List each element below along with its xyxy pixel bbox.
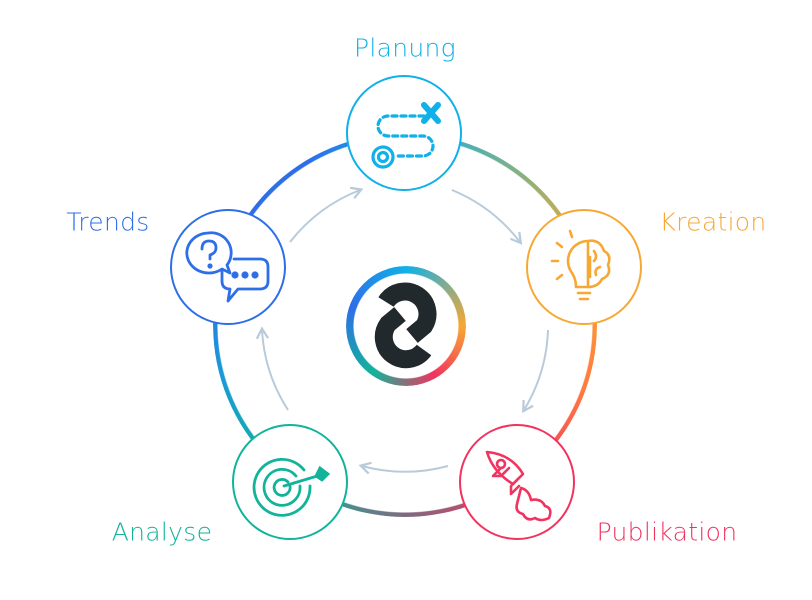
target-dart-icon — [252, 457, 331, 517]
node-publikation[interactable] — [459, 424, 575, 540]
speech-bubbles-icon — [185, 231, 270, 303]
node-planung[interactable] — [346, 75, 462, 191]
arrow-kreation-publikation — [522, 329, 549, 414]
arrow-planung-kreation — [451, 189, 523, 245]
arrow-trends-planung — [289, 186, 364, 243]
label-planung: Planung — [354, 33, 456, 63]
node-kreation[interactable] — [526, 209, 642, 325]
lightbulb-brain-icon — [550, 229, 611, 301]
label-trends: Trends — [66, 207, 150, 237]
node-analyse[interactable] — [232, 424, 348, 540]
rocket-icon — [485, 450, 552, 522]
label-publikation: Publikation — [596, 517, 738, 547]
arrow-analyse-trends — [255, 326, 289, 411]
label-analyse: Analyse — [111, 517, 213, 547]
arrow-publikation-analyse — [358, 461, 449, 475]
label-kreation: Kreation — [659, 207, 767, 237]
node-trends[interactable] — [170, 209, 286, 325]
route-map-icon — [371, 102, 441, 169]
